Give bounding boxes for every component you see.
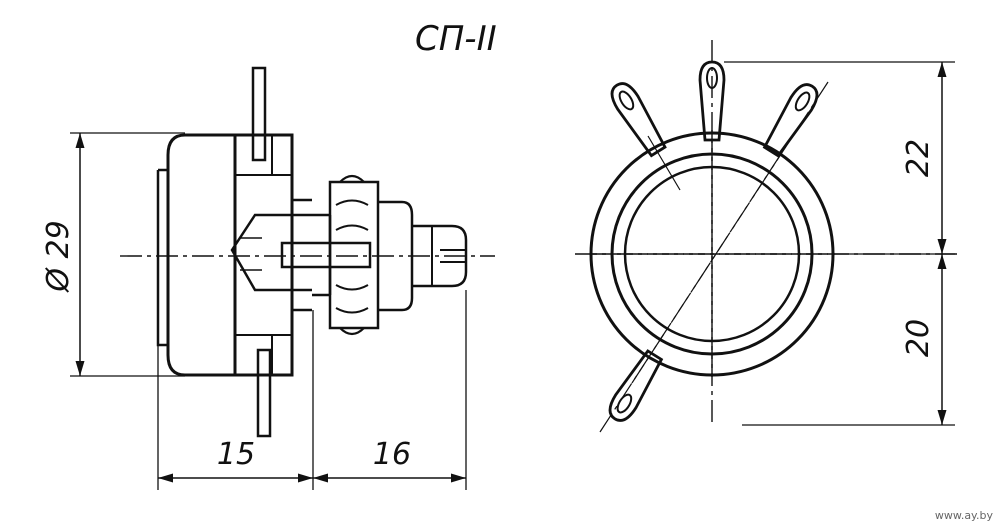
front-view: 22 20 xyxy=(575,40,960,433)
rotor-nose xyxy=(230,213,312,292)
threaded-bushing xyxy=(378,200,414,312)
upper-height-label: 22 xyxy=(901,139,936,177)
shaft-tip xyxy=(412,224,468,288)
mounting-nut xyxy=(328,174,380,336)
body-length-label: 15 xyxy=(217,437,255,472)
watermark-text: www.ay.by xyxy=(935,509,994,522)
drawing-title: СП-II xyxy=(415,19,497,59)
body-cap xyxy=(166,133,237,377)
lower-height-label: 20 xyxy=(901,319,936,357)
body-main xyxy=(235,133,294,377)
top-terminal-lug xyxy=(251,66,267,162)
side-view: Ø 29 15 16 xyxy=(41,66,495,490)
bottom-terminal-lug xyxy=(256,348,272,438)
diameter-label: Ø 29 xyxy=(41,220,76,293)
shaft-length-label: 16 xyxy=(373,437,411,472)
front-terminals xyxy=(608,60,819,422)
shaft-coupling xyxy=(280,241,372,269)
